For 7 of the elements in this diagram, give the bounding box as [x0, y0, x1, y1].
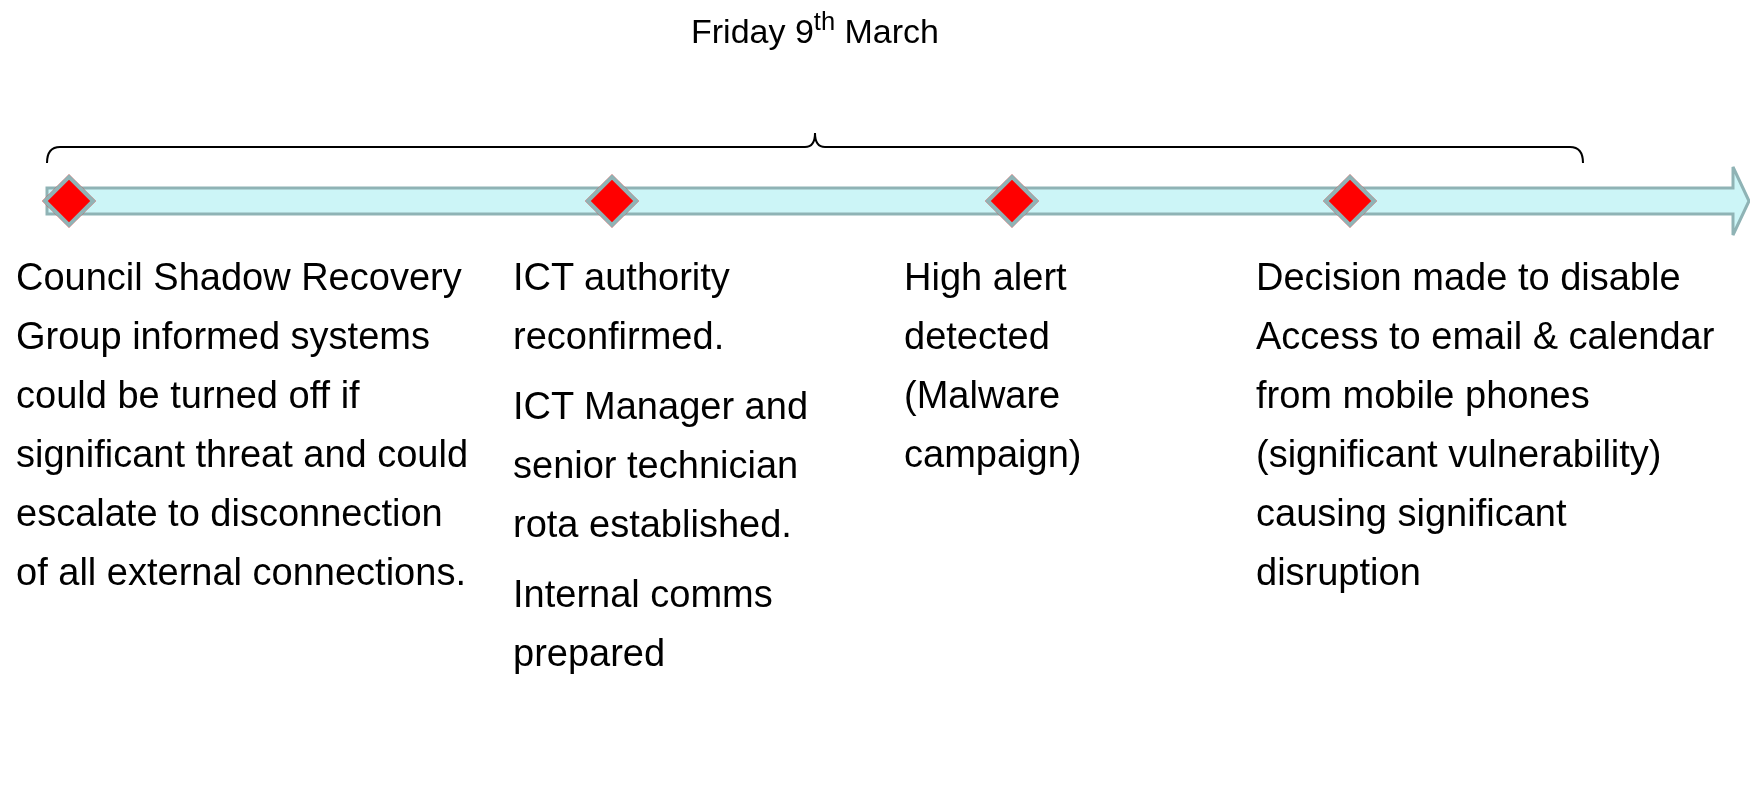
event-description: Council Shadow Recovery Group informed systems could be turned off if significant threat and could escalate to disconnection of all external connections.	[16, 255, 470, 595]
event-description: Decision made to disable Access to email & calendar from mobile phones (significant vulnerability) causing significant disruption	[1256, 255, 1716, 595]
event-description: Internal comms prepared	[513, 572, 774, 676]
event-description: High alert detected (Malware campaign)	[904, 255, 1083, 477]
event-description: ICT authority reconfirmed.	[513, 255, 731, 359]
date-label: Friday 9$^{th}$ March	[690, 10, 940, 52]
event-description: ICT Manager and senior technician rota established.	[513, 384, 810, 547]
